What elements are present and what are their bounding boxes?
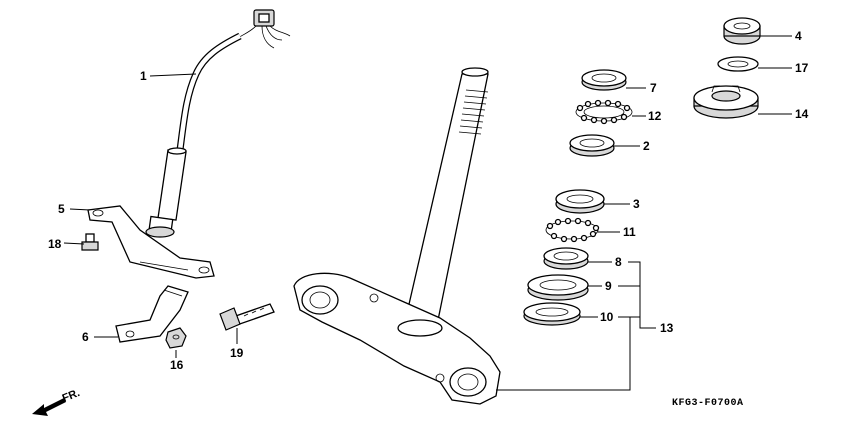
callout-2: 2 [643, 139, 650, 153]
part-10-dust-seal [523, 302, 581, 326]
front-label: FR. [61, 387, 82, 405]
drawing-code: KFG3-F0700A [672, 398, 744, 409]
callout-7: 7 [650, 81, 657, 95]
part-3-race [555, 189, 605, 214]
part-1-sensor-cable [145, 9, 291, 238]
callout-14: 14 [795, 107, 809, 121]
part-2-upper-race [569, 134, 615, 157]
callout-11: 11 [623, 225, 636, 239]
part-9-lower-race [527, 274, 589, 301]
callout-19: 19 [230, 346, 244, 360]
callout-16: 16 [170, 358, 184, 372]
part-8-lower-race [543, 247, 589, 270]
callout-17: 17 [795, 61, 809, 75]
leader-lines [63, 35, 792, 391]
callout-5: 5 [58, 202, 65, 216]
callout-labels: 1 5 18 6 16 19 4 17 14 7 12 2 3 11 8 9 1… [48, 29, 809, 372]
part-11-lower-bearing [545, 217, 600, 243]
part-14-adjusting-nut [693, 85, 759, 119]
callout-3: 3 [633, 197, 640, 211]
callout-1: 1 [140, 69, 147, 83]
part-18-bolt [81, 233, 99, 251]
callout-12: 12 [648, 109, 662, 123]
part-17-washer [717, 56, 759, 72]
callout-9: 9 [605, 279, 612, 293]
callout-10: 10 [600, 310, 614, 324]
part-16-nut [165, 327, 187, 349]
callout-18: 18 [48, 237, 62, 251]
part-19-bolt [219, 303, 275, 331]
callout-4: 4 [795, 29, 802, 43]
part-7-dust-seal [581, 69, 627, 91]
front-direction-indicator: FR. [32, 387, 82, 416]
callout-8: 8 [615, 255, 622, 269]
steering-stem [293, 67, 501, 405]
part-12-upper-bearing [575, 99, 633, 125]
part-5-bracket [87, 205, 215, 279]
callout-6: 6 [82, 330, 89, 344]
front-arrow-icon [32, 398, 66, 416]
part-6-clip [115, 285, 189, 343]
part-4-top-nut [723, 17, 761, 45]
callout-13: 13 [660, 321, 674, 335]
